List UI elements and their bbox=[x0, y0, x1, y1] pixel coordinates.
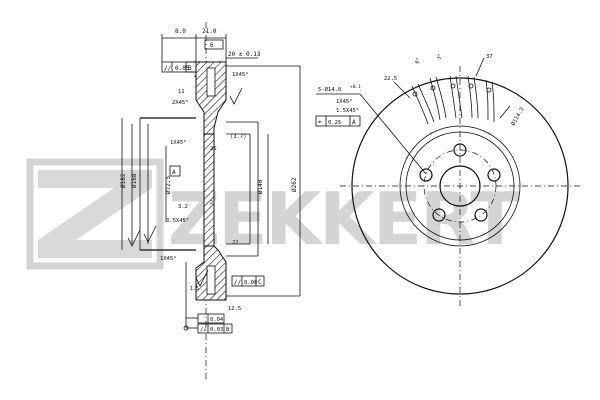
svg-text://: // bbox=[164, 65, 172, 72]
bottom-tol-2: 0.03 bbox=[210, 327, 223, 333]
runout-c-value: 0.08 bbox=[244, 280, 257, 286]
tolerance-thickness: 20 ± 0.13 bbox=[228, 51, 261, 58]
angle-22-5: 22.5 bbox=[384, 76, 397, 82]
datum-b-bottom: B bbox=[226, 327, 230, 333]
diameter-140: Ø140 bbox=[257, 179, 264, 194]
cooling-vanes bbox=[411, 75, 495, 125]
hole-spec: 5-Ø14.0 bbox=[318, 86, 341, 93]
hole-chamfer-2: 1.5X45° bbox=[336, 108, 359, 114]
section-view: 8.0 21.0 6 20 ± 0.13 // 0.05 B bbox=[120, 22, 301, 380]
value-12-5: 12.5 bbox=[228, 306, 241, 312]
bolt-hole-3 bbox=[474, 208, 488, 222]
hole-tol: +0.1 bbox=[350, 84, 361, 90]
diameter-72-5: Ø72.5 bbox=[165, 176, 172, 194]
chamfer-2x45: 2X45° bbox=[172, 100, 189, 106]
disc-outer-edge bbox=[351, 77, 569, 295]
vane-label-2: 3° bbox=[436, 53, 444, 61]
watermark-logo: ZEKKERT bbox=[26, 158, 521, 270]
position-datum: A bbox=[352, 119, 356, 126]
diameter-168: Ø168 bbox=[131, 173, 138, 188]
diameter-262: Ø262 bbox=[291, 177, 298, 192]
value-1-5: 1.5 bbox=[190, 286, 199, 292]
value-2: 2 bbox=[210, 200, 213, 206]
bolt-hole-2 bbox=[487, 168, 501, 182]
chamfer-1x45-c: 1X45° bbox=[160, 256, 177, 262]
dim-8: 8.0 bbox=[175, 28, 186, 35]
svg-text:⌖: ⌖ bbox=[318, 119, 322, 126]
bolt-hole-4 bbox=[432, 208, 446, 222]
value-4: 4 bbox=[194, 74, 197, 80]
svg-text://: // bbox=[200, 327, 207, 333]
chamfer-1x45-b: 1X45° bbox=[170, 140, 187, 146]
value-22: 22 bbox=[232, 240, 239, 246]
front-view: 5-Ø14.0 +0.1 1X45° 1.5X45° ⌖ 0.25 A 22.5… bbox=[315, 53, 580, 306]
svg-text://: // bbox=[234, 279, 242, 286]
value-26: 26 bbox=[210, 146, 217, 152]
value-3-7: (3.7) bbox=[230, 134, 247, 140]
bottom-tol-1: 0.04 bbox=[210, 317, 224, 323]
watermark-brand: ZEKKERT bbox=[168, 177, 519, 261]
dim-21: 21.0 bbox=[202, 28, 217, 35]
value-11: 11 bbox=[178, 89, 185, 95]
hat-outer-edge bbox=[399, 125, 521, 247]
datum-b-top: B bbox=[188, 65, 192, 72]
bolt-hole-1 bbox=[453, 143, 467, 157]
position-tol: 0.25 bbox=[328, 120, 341, 126]
bolt-hole-5 bbox=[419, 168, 433, 182]
upper-ring-section bbox=[195, 61, 227, 135]
dim-6: 6 bbox=[210, 42, 214, 49]
datum-a: A bbox=[172, 169, 176, 176]
chamfer-1x45: 1X45° bbox=[232, 72, 249, 78]
datum-c: C bbox=[258, 279, 262, 286]
hole-chamfer-1: 1X45° bbox=[336, 99, 353, 105]
vane-label-1: 6° bbox=[414, 57, 422, 65]
diameter-182: Ø182 bbox=[120, 173, 127, 188]
flatness-value: 0.05 bbox=[175, 65, 190, 72]
vane-label-37: 37 bbox=[486, 54, 493, 60]
chamfer-3-5x45: 3.5X45° bbox=[166, 218, 189, 224]
value-3-2: 3.2 bbox=[178, 204, 188, 210]
thread-diameter: Ø114.3 bbox=[510, 106, 526, 127]
